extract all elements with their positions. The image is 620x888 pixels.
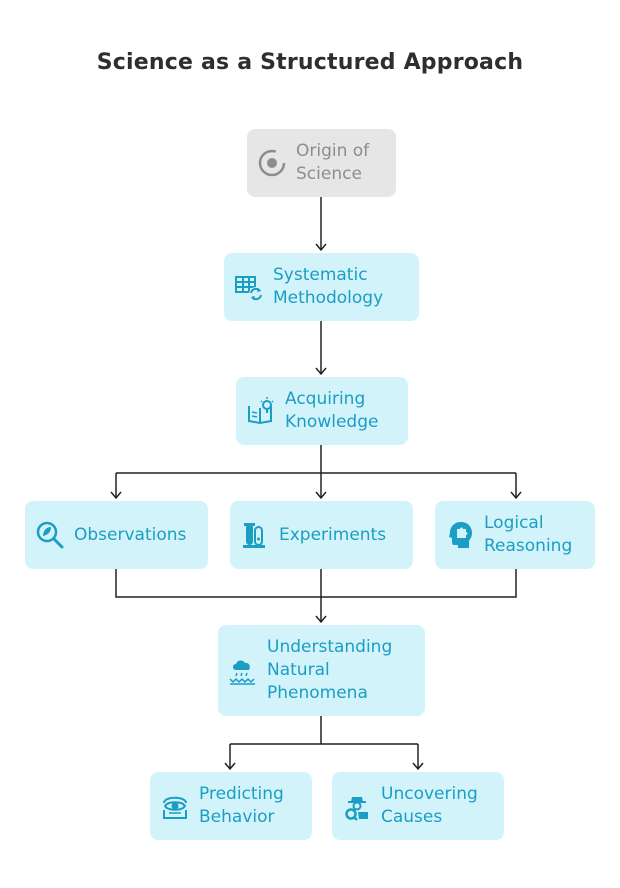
node-label: Acquiring Knowledge (285, 389, 379, 432)
node-observations: Observations (25, 501, 208, 569)
node-acquiring-knowledge: Acquiring Knowledge (236, 377, 408, 445)
edge-merge (115, 569, 517, 598)
detective-icon (342, 791, 372, 821)
edge-knowledge-split (116, 445, 516, 474)
head-puzzle-icon (445, 520, 475, 550)
node-systematic-methodology: Systematic Methodology (224, 253, 419, 321)
node-origin-of-science: Origin of Science (247, 129, 396, 197)
node-label: Understanding Natural Phenomena (267, 637, 393, 703)
node-label: Logical Reasoning (484, 513, 573, 556)
node-label: Uncovering Causes (381, 784, 478, 827)
test-tubes-icon (240, 520, 270, 550)
book-lightbulb-icon (246, 396, 276, 426)
node-understanding-natural-phenomena: Understanding Natural Phenomena (218, 625, 425, 716)
magnifier-leaf-icon (35, 520, 65, 550)
rain-cloud-icon (228, 656, 258, 686)
table-refresh-icon (234, 272, 264, 302)
edge-phenomena-split (230, 716, 418, 745)
node-predicting-behavior: Predicting Behavior (150, 772, 312, 840)
node-uncovering-causes: Uncovering Causes (332, 772, 504, 840)
node-label: Origin of Science (296, 141, 370, 184)
node-logical-reasoning: Logical Reasoning (435, 501, 595, 569)
target-icon (257, 148, 287, 178)
node-experiments: Experiments (230, 501, 413, 569)
node-label: Systematic Methodology (273, 265, 384, 308)
node-label: Experiments (279, 524, 387, 545)
node-label: Predicting Behavior (199, 784, 284, 827)
eye-scan-icon (160, 791, 190, 821)
diagram-title: Science as a Structured Approach (96, 50, 524, 75)
node-label: Observations (74, 524, 187, 545)
